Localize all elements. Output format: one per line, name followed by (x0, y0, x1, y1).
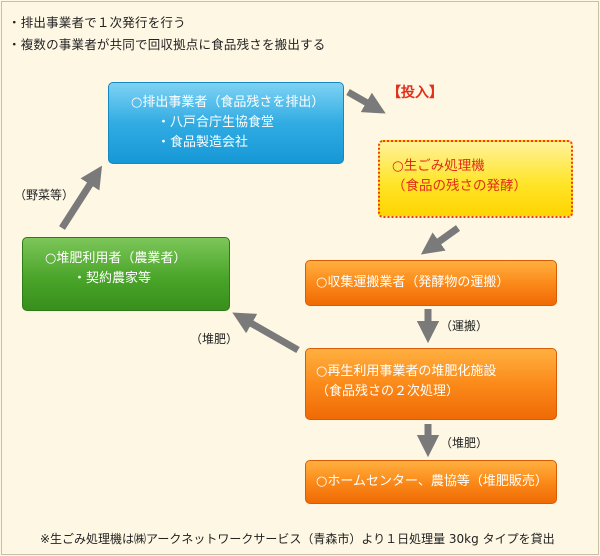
facility-subtitle: （食品残さの２次処理） (316, 384, 460, 399)
node-transporter: ○収集運搬業者（発酵物の運搬） (305, 260, 557, 306)
user-title: ○堆肥利用者（農業者） (45, 251, 187, 266)
transport-label: （運搬） (440, 319, 489, 333)
discharger-title: ○排出事業者（食品残さを排出） (131, 95, 325, 110)
transporter-title: ○収集運搬業者（発酵物の運搬） (316, 275, 510, 290)
intro-line-1: ・排出事業者で１次発行を行う (8, 15, 186, 30)
discharger-item-1: ・八戸合庁生協食堂 (157, 115, 275, 130)
footer-note: ※生ごみ処理機は㈱アークネットワークサービス（青森市）より１日処理量 30kg … (40, 532, 555, 546)
vegetables-label: （野菜等） (14, 188, 75, 202)
node-retail: ○ホームセンター、農協等（堆肥販売） (305, 460, 557, 504)
node-discharger: ○排出事業者（食品残さを排出） ・八戸合庁生協食堂 ・食品製造会社 (108, 82, 344, 164)
node-compost-facility: ○再生利用事業者の堆肥化施設 （食品残さの２次処理） (305, 348, 557, 420)
intro-line-2: ・複数の事業者が共同で回収拠点に食品残さを搬出する (8, 37, 326, 52)
arrow-machine-to-transporter (420, 225, 461, 255)
arrow-user-to-discharger (59, 165, 103, 230)
retail-title: ○ホームセンター、農協等（堆肥販売） (316, 474, 548, 489)
node-compost-user: ○堆肥利用者（農業者） ・契約農家等 (22, 237, 230, 311)
arrow-discharger-to-machine (346, 88, 386, 114)
machine-subtitle: （食品の残さの発酵） (392, 178, 527, 194)
arrow-facility-to-user (232, 312, 300, 354)
compost-down-label: （堆肥） (440, 436, 489, 450)
insert-label: 【投入】 (387, 85, 443, 101)
discharger-item-2: ・食品製造会社 (157, 135, 249, 150)
node-garbage-machine: ○生ごみ処理機 （食品の残さの発酵） (378, 140, 573, 218)
compost-left-label: （堆肥） (190, 332, 239, 346)
facility-title: ○再生利用事業者の堆肥化施設 (316, 364, 497, 379)
user-item-1: ・契約農家等 (73, 271, 152, 286)
machine-title: ○生ごみ処理機 (392, 158, 485, 174)
